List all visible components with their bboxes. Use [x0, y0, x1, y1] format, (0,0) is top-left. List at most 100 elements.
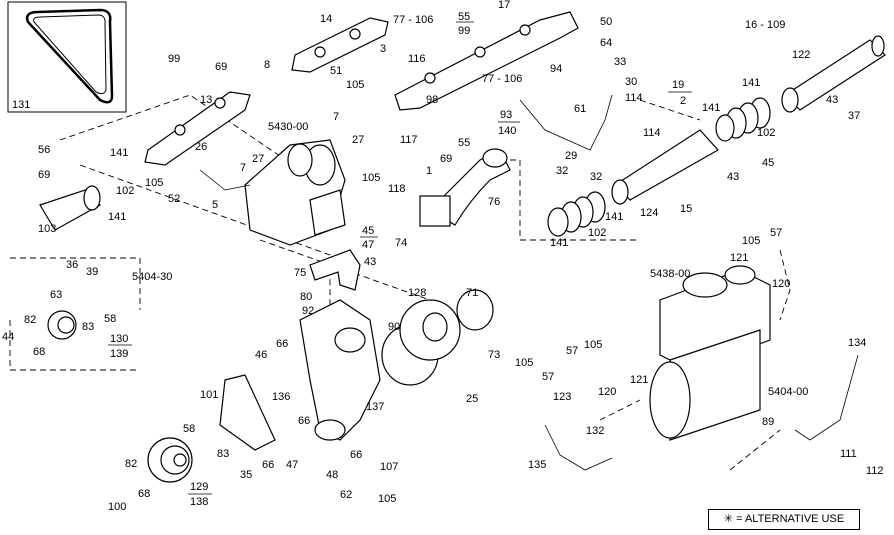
label-5438: 5438-00: [650, 268, 690, 280]
label-117: 117: [400, 134, 418, 146]
label-83a: 83: [82, 321, 94, 333]
label-105d: 105: [742, 235, 760, 247]
label-141f: 141: [550, 237, 568, 249]
label-66a: 66: [276, 338, 288, 350]
label-27a: 27: [352, 134, 364, 146]
label-43b: 43: [727, 171, 739, 183]
label-77-106a: 77 - 106: [393, 14, 433, 26]
label-7b: 7: [240, 162, 246, 174]
label-98: 98: [426, 94, 438, 106]
label-82b: 82: [125, 458, 137, 470]
label-58a: 58: [104, 313, 116, 325]
asterisk-icon: ✳: [723, 513, 734, 525]
alternative-use-legend: ✳ = ALTERNATIVE USE: [708, 509, 860, 530]
label-19: 19: [672, 79, 684, 91]
label-74: 74: [395, 237, 407, 249]
label-48: 48: [326, 469, 338, 481]
label-141e: 141: [108, 211, 126, 223]
label-2: 2: [680, 95, 686, 107]
label-75: 75: [294, 267, 306, 279]
thermostat-housing: [244, 139, 346, 246]
label-80: 80: [300, 291, 312, 303]
callout-labels: 131 14 77 - 106 17 55 99 16 - 109 50 64 …: [2, 0, 884, 513]
label-66c: 66: [262, 459, 274, 471]
label-36: 36: [66, 259, 78, 271]
label-105c: 105: [145, 177, 163, 189]
label-8: 8: [264, 59, 270, 71]
label-69a: 69: [215, 61, 227, 73]
label-29: 29: [565, 150, 577, 162]
label-5430: 5430-00: [268, 121, 308, 133]
label-107: 107: [380, 461, 398, 473]
label-1: 1: [426, 165, 432, 177]
label-102a: 102: [757, 127, 775, 139]
label-55b: 55: [458, 137, 470, 149]
label-68a: 68: [33, 346, 45, 358]
pipe-135: [544, 424, 613, 471]
pulley-82-left: [47, 310, 77, 340]
label-3: 3: [380, 43, 386, 55]
label-120a: 120: [772, 278, 790, 290]
label-46: 46: [255, 349, 267, 361]
label-17: 17: [498, 0, 510, 11]
legend-text: = ALTERNATIVE USE: [736, 513, 845, 525]
air-compressor: [649, 265, 771, 441]
label-47a: 47: [362, 239, 374, 251]
label-83b: 83: [217, 448, 229, 460]
label-105e: 105: [584, 339, 602, 351]
label-71: 71: [466, 287, 478, 299]
label-105g: 105: [378, 493, 396, 505]
label-89: 89: [762, 416, 774, 428]
label-105f: 105: [515, 357, 533, 369]
label-32a: 32: [556, 165, 568, 177]
pipe-134: [794, 354, 859, 441]
fraction-lines: [108, 21, 692, 495]
pulley-82: [147, 437, 193, 483]
label-16-109: 16 - 109: [745, 19, 785, 31]
label-141c: 141: [110, 147, 128, 159]
label-114a: 114: [625, 92, 643, 104]
label-93: 93: [500, 109, 512, 121]
label-130: 130: [110, 333, 128, 345]
label-100: 100: [108, 501, 126, 513]
label-120b: 120: [598, 386, 616, 398]
pipe-122: [781, 35, 886, 113]
pipe-124: [611, 129, 719, 205]
label-5404-00: 5404-00: [768, 386, 808, 398]
belt-inset: [7, 1, 127, 113]
label-124: 124: [640, 207, 658, 219]
exhaust-manifold-14: [144, 17, 389, 166]
label-58b: 58: [183, 423, 195, 435]
label-73: 73: [488, 349, 500, 361]
label-77-106b: 77 - 106: [482, 73, 522, 85]
label-50: 50: [600, 16, 612, 28]
label-32b: 32: [590, 171, 602, 183]
label-139: 139: [110, 348, 128, 360]
label-14: 14: [320, 13, 332, 25]
label-136: 136: [272, 391, 290, 403]
label-137: 137: [366, 401, 384, 413]
label-94: 94: [550, 63, 562, 75]
label-25: 25: [466, 393, 478, 405]
label-129: 129: [190, 481, 208, 493]
label-140: 140: [498, 125, 516, 137]
label-57a: 57: [770, 227, 782, 239]
label-122: 122: [792, 49, 810, 61]
label-134: 134: [848, 337, 866, 349]
label-99a: 99: [458, 25, 470, 37]
label-55: 55: [458, 11, 470, 23]
label-69c: 69: [38, 169, 50, 181]
label-57b: 57: [566, 345, 578, 357]
label-45a: 45: [762, 157, 774, 169]
label-90: 90: [388, 321, 400, 333]
label-43a: 43: [826, 94, 838, 106]
label-103: 103: [38, 223, 56, 235]
elbow-pipe-76: [419, 148, 511, 227]
label-30: 30: [625, 76, 637, 88]
label-13: 13: [200, 94, 212, 106]
pipe-103: [39, 185, 101, 231]
label-26: 26: [195, 141, 207, 153]
label-43c: 43: [364, 256, 376, 268]
label-135: 135: [528, 459, 546, 471]
label-105b: 105: [362, 172, 380, 184]
